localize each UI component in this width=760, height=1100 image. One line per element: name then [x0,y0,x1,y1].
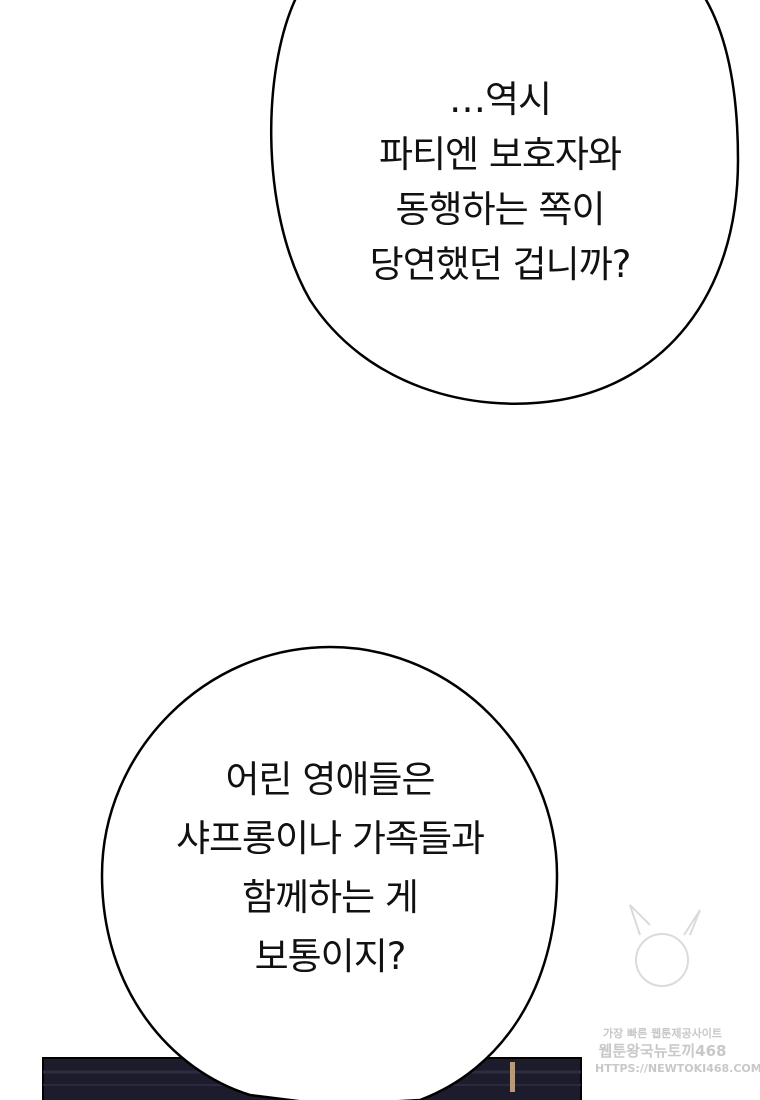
speech-bubble-top [269,0,740,405]
dialogue-line: 샤프롱이나 가족들과 [175,817,485,860]
speech-text-top: …역시 파티엔 보호자와 동행하는 쪽이 당연했던 겁니까? [330,72,670,292]
candle-icon [510,1062,515,1092]
watermark-tagline: 가장 빠른 웹툰제공사이트 [603,1027,722,1040]
watermark: 가장 빠른 웹툰제공사이트 웹툰왕국뉴토끼468 HTTPS://NEWTOKI… [595,915,760,1077]
dialogue-line: …역시 [448,78,552,121]
watermark-url: HTTPS://NEWTOKI468.COM [595,1062,760,1075]
dialogue-line: 보통이지? [254,935,407,978]
dialogue-line: 어린 영애들은 [225,758,435,801]
speech-text-bottom: 어린 영애들은 샤프롱이나 가족들과 함께하는 게 보통이지? [110,750,550,986]
dialogue-line: 동행하는 쪽이 [395,188,605,231]
dialogue-line: 당연했던 겁니까? [369,243,632,286]
speech-bubble-bottom [100,645,559,1100]
dialogue-line: 파티엔 보호자와 [378,133,622,176]
watermark-mascot-icon [629,904,701,987]
dialogue-line: 함께하는 게 [242,876,419,919]
watermark-site-name: 웹툰왕국뉴토끼468 [598,1042,727,1060]
